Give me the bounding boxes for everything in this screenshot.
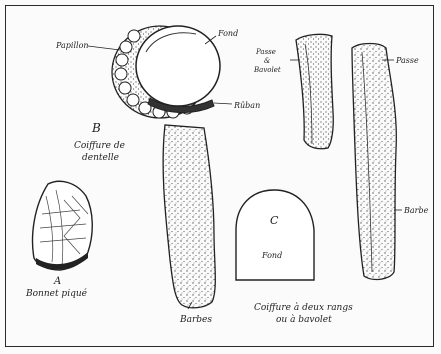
label-b-caption-2: dentelle bbox=[82, 153, 119, 163]
label-passe-bavolet-2: & bbox=[264, 57, 270, 65]
bonnet-fond bbox=[136, 26, 220, 106]
fond-c-figure bbox=[236, 190, 314, 280]
label-passe-bavolet-1: Passe bbox=[255, 48, 276, 56]
label-a-letter: A bbox=[53, 276, 61, 287]
label-fond-c: Fond bbox=[261, 251, 282, 260]
label-c-letter: C bbox=[270, 214, 279, 227]
label-barbes: Barbes bbox=[179, 315, 212, 325]
label-caption-2: ou à bavolet bbox=[276, 314, 332, 325]
label-passe-right: Passe bbox=[395, 56, 419, 65]
label-barbe-right: Barbe bbox=[403, 206, 429, 215]
label-passe-bavolet-3: Bavolet bbox=[253, 66, 281, 74]
bonnet-pique-figure bbox=[33, 181, 93, 270]
passe-barbe-figure bbox=[352, 44, 402, 280]
label-b-letter: B bbox=[91, 121, 101, 135]
passe-bavolet-figure bbox=[290, 34, 333, 148]
label-a-caption: Bonnet piqué bbox=[25, 288, 88, 299]
coiffure-dentelle-figure bbox=[88, 26, 232, 309]
barbes-lappet bbox=[163, 125, 215, 308]
label-b-caption-1: Coiffure de bbox=[74, 141, 125, 151]
label-ruban: Rûban bbox=[233, 101, 260, 110]
label-caption-1: Coiffure à deux rangs bbox=[254, 302, 353, 313]
label-papillon: Papillon bbox=[55, 41, 89, 50]
label-fond-top: Fond bbox=[217, 29, 238, 38]
